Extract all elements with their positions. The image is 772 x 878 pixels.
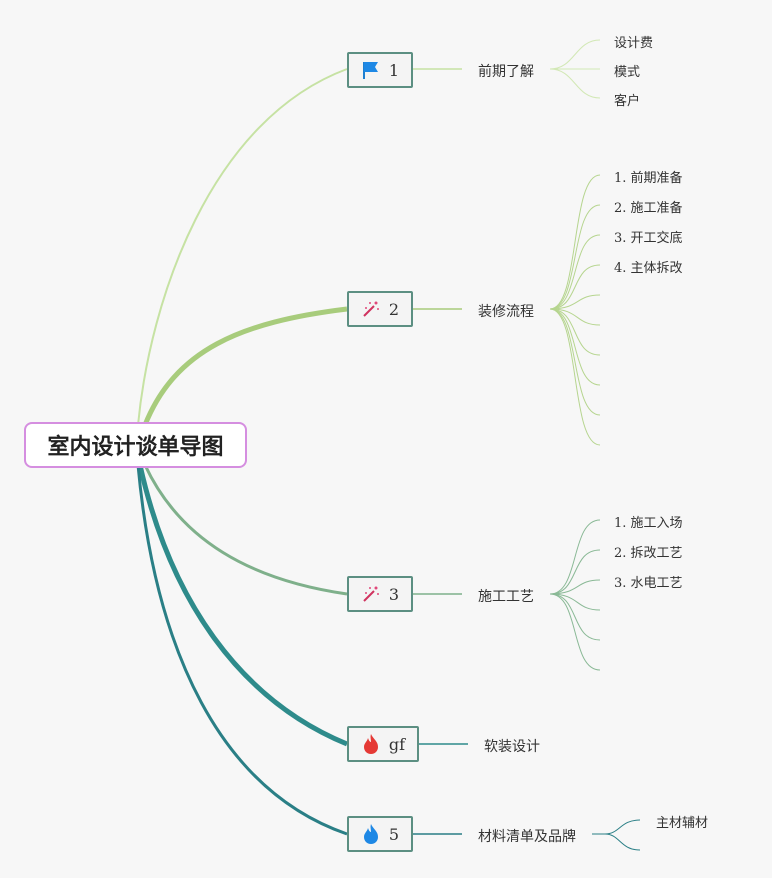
branch1-marker[interactable]: 1 [347, 52, 413, 88]
flag-icon [361, 60, 381, 80]
connector-root-branch1 [137, 68, 348, 426]
connector-root-branch2 [142, 306, 348, 426]
branch5-leaf-connectors [592, 819, 641, 851]
branch1-leaf-3[interactable]: 客户 [614, 94, 641, 109]
branch3-leaf-2[interactable]: 2. 拆改工艺 [614, 546, 683, 561]
branch1-marker-text: 1 [388, 60, 400, 80]
branch5-marker[interactable]: 5 [347, 816, 413, 852]
branch3-marker[interactable]: 3 [347, 576, 413, 612]
branch2-leaf-4[interactable]: 4. 主体拆改 [614, 261, 683, 276]
connector-root-branch5 [136, 464, 348, 836]
branch2-label[interactable]: 装修流程 [478, 304, 534, 320]
branch4-label[interactable]: 软装设计 [484, 739, 540, 755]
branch3-label[interactable]: 施工工艺 [478, 589, 534, 605]
branch2-marker[interactable]: 2 [347, 291, 413, 327]
branch2-leaf-connectors [549, 174, 601, 446]
branch3-leaf-1[interactable]: 1. 施工入场 [614, 516, 683, 531]
root-topic[interactable]: 室内设计谈单导图 [24, 422, 247, 468]
branch2-marker-text: 2 [388, 299, 400, 319]
magic-wand-icon [361, 299, 381, 319]
red-flame-icon [361, 733, 381, 755]
branch5-leaf-1[interactable]: 主材辅材 [656, 816, 709, 831]
branch4-marker[interactable]: gf [347, 726, 419, 762]
branch3-leaf-3[interactable]: 3. 水电工艺 [614, 576, 683, 591]
root-title: 室内设计谈单导图 [47, 435, 224, 460]
branch5-marker-text: 5 [388, 824, 400, 844]
branch3-leaf-connectors [549, 519, 601, 671]
branch1-leaf-1[interactable]: 设计费 [614, 36, 654, 51]
branch2-leaf-2[interactable]: 2. 施工准备 [614, 201, 683, 216]
connector-root-branch3 [143, 464, 348, 596]
branch1-label[interactable]: 前期了解 [478, 64, 534, 80]
blue-flame-icon [361, 823, 381, 845]
branch1-leaf-2[interactable]: 模式 [614, 65, 641, 80]
branch3-marker-text: 3 [388, 584, 400, 604]
branch2-leaf-1[interactable]: 1. 前期准备 [614, 171, 683, 186]
magic-wand-icon [361, 584, 381, 604]
branch4-marker-text: gf [388, 734, 406, 754]
branch2-leaf-3[interactable]: 3. 开工交底 [614, 231, 683, 246]
branch5-label[interactable]: 材料清单及品牌 [478, 829, 576, 845]
connector-root-branch4 [137, 464, 348, 747]
branch1-leaf-connectors [549, 39, 601, 99]
